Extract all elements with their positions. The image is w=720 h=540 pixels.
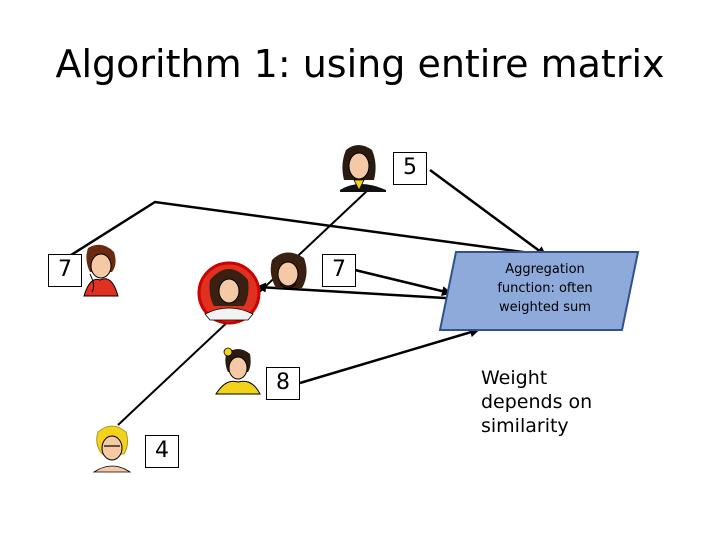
rating-box-middle-user: 7 (322, 254, 356, 287)
weight-note-line-1: Weight (481, 366, 631, 390)
rating-box-left-user: 7 (48, 254, 82, 287)
edge-lower-rating-to-aggregation (300, 330, 478, 383)
woman-clipart-icon (84, 245, 118, 296)
rating-box-top-user: 5 (393, 152, 427, 185)
edge-middle-rating-to-aggregation (355, 270, 450, 293)
woman-clipart-icon (340, 145, 386, 192)
aggregation-line-3: weighted sum (470, 298, 620, 317)
weight-note: Weight depends on similarity (481, 366, 631, 438)
target-user-icon (199, 263, 259, 323)
aggregation-line-1: Aggregation (470, 260, 620, 279)
rating-box-lower-user: 8 (266, 367, 300, 400)
aggregation-function-label: Aggregation function: often weighted sum (470, 260, 620, 317)
rating-box-bottom-user: 4 (145, 435, 179, 468)
woman-clipart-icon (216, 348, 260, 394)
aggregation-line-2: function: often (470, 279, 620, 298)
woman-clipart-icon (94, 426, 130, 472)
woman-clipart-icon (271, 252, 307, 288)
weight-note-line-3: similarity (481, 414, 631, 438)
weight-note-line-2: depends on (481, 390, 631, 414)
